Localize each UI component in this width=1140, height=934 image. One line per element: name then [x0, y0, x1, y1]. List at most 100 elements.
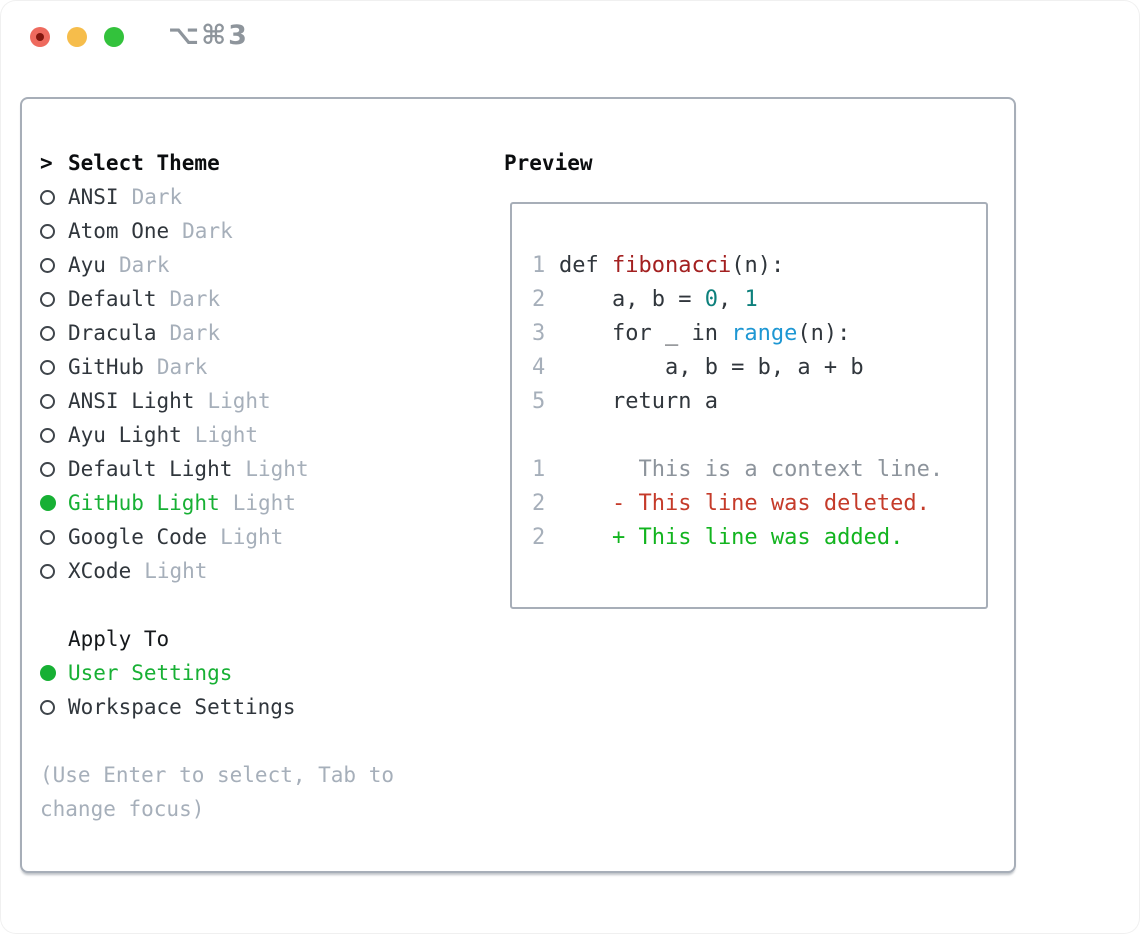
apply-to-header: Apply To	[68, 627, 170, 651]
line-number: 1	[532, 456, 546, 482]
theme-option-atom-one[interactable]: Atom One Dark	[40, 214, 480, 248]
theme-option-xcode[interactable]: XCode Light	[40, 554, 480, 588]
select-theme-header-row: > Select Theme	[40, 146, 480, 180]
theme-variant: Dark	[182, 219, 233, 243]
code-segment-code: def	[559, 252, 612, 278]
theme-name: Default	[68, 287, 157, 311]
radio-unselected-icon	[40, 529, 55, 545]
zoom-button-icon[interactable]	[104, 27, 124, 47]
line-number: 3	[532, 320, 546, 346]
radio-unselected-icon	[40, 291, 55, 307]
close-button-icon[interactable]	[30, 27, 50, 47]
radio-marker	[40, 529, 68, 545]
apply-option-workspace-settings[interactable]: Workspace Settings	[40, 690, 480, 724]
preview-code-line: 2 a, b = 0, 1	[532, 282, 986, 316]
code-segment-code: a, b =	[559, 286, 705, 312]
radio-unselected-icon	[40, 563, 55, 579]
code-segment-deleted: - This line was deleted.	[559, 490, 930, 516]
radio-marker	[40, 427, 68, 443]
apply-option-label: Workspace Settings	[68, 695, 296, 719]
code-segment-code: (n):	[731, 252, 785, 278]
theme-variant: Light	[245, 457, 309, 481]
theme-name: XCode	[68, 559, 132, 583]
theme-option-google-code[interactable]: Google Code Light	[40, 520, 480, 554]
line-content: This is a context line.	[559, 457, 943, 482]
radio-marker	[40, 665, 68, 681]
preview-diff-line: 2 - This line was deleted.	[532, 486, 986, 520]
theme-option-default-light[interactable]: Default Light Light	[40, 452, 480, 486]
radio-marker	[40, 699, 68, 715]
line-number: 2	[532, 286, 546, 312]
line-content: - This line was deleted.	[559, 491, 930, 516]
theme-variant: Light	[194, 423, 259, 447]
theme-name: Default Light	[68, 457, 233, 481]
radio-unselected-icon	[40, 393, 55, 409]
theme-variant: Dark	[131, 185, 183, 209]
radio-unselected-icon	[40, 699, 55, 715]
line-content: a, b = 0, 1	[559, 287, 758, 312]
preview-code-line: 3 for _ in range(n):	[532, 316, 986, 350]
line-content: def fibonacci(n):	[559, 253, 784, 278]
theme-name: GitHub	[68, 355, 144, 379]
code-segment-context: This is a context line.	[559, 456, 944, 482]
theme-variant: Light	[220, 525, 284, 549]
minimize-button-icon[interactable]	[67, 27, 87, 47]
code-segment-builtin: range	[731, 320, 798, 346]
apply-option-label: User Settings	[68, 661, 233, 685]
apply-to-header-row: Apply To	[40, 622, 480, 656]
spacer	[40, 588, 480, 622]
preview-code-line: 4 a, b = b, a + b	[532, 350, 986, 384]
line-number: 2	[532, 490, 546, 516]
select-theme-header: Select Theme	[68, 151, 220, 175]
line-number: 1	[532, 252, 546, 278]
code-segment-code: (n):	[797, 320, 851, 346]
radio-marker	[40, 461, 68, 477]
theme-name: ANSI	[68, 185, 119, 209]
line-number: 5	[532, 388, 546, 414]
preview-blank-line	[532, 418, 986, 452]
theme-name: GitHub Light	[68, 491, 220, 515]
code-segment-code: for _ in	[559, 320, 732, 346]
theme-option-ansi[interactable]: ANSI Dark	[40, 180, 480, 214]
radio-unselected-icon	[40, 359, 55, 375]
radio-unselected-icon	[40, 189, 55, 205]
theme-option-ayu-light[interactable]: Ayu Light Light	[40, 418, 480, 452]
line-content: return a	[559, 389, 718, 414]
theme-name: Ayu	[68, 253, 106, 277]
traffic-lights	[30, 27, 124, 47]
code-segment-code: a, b = b, a + b	[559, 354, 864, 380]
line-content: for _ in range(n):	[559, 321, 850, 346]
theme-name: Dracula	[68, 321, 157, 345]
radio-unselected-icon	[40, 427, 55, 443]
code-segment-number: 1	[744, 286, 758, 312]
theme-name: Ayu Light	[68, 423, 182, 447]
apply-option-user-settings[interactable]: User Settings	[40, 656, 480, 690]
radio-marker	[40, 495, 68, 511]
line-number: 4	[532, 354, 546, 380]
cursor-icon: >	[40, 151, 53, 175]
line-content: + This line was added.	[559, 525, 903, 550]
radio-unselected-icon	[40, 325, 55, 341]
radio-marker	[40, 325, 68, 341]
line-content: a, b = b, a + b	[559, 355, 864, 380]
theme-name: Google Code	[68, 525, 208, 549]
close-dot-icon	[36, 33, 44, 41]
radio-marker	[40, 359, 68, 375]
line-number: 2	[532, 524, 546, 550]
theme-variant: Light	[144, 559, 208, 583]
radio-marker	[40, 393, 68, 409]
theme-variant: Light	[207, 389, 271, 413]
theme-name: Atom One	[68, 219, 170, 243]
